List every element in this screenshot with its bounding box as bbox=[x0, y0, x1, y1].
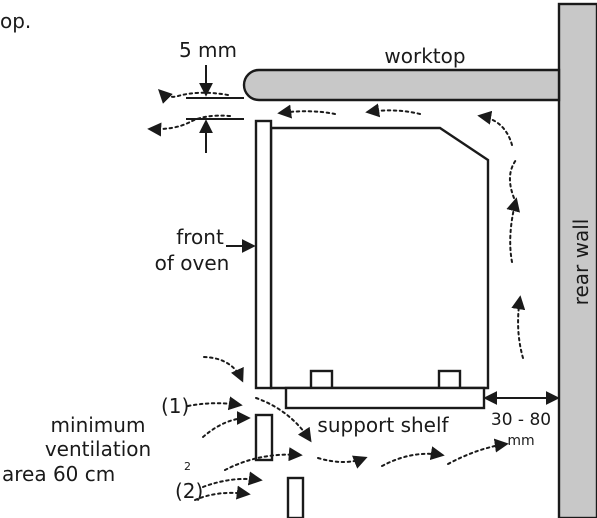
ventilation-label-superscript: 2 bbox=[184, 460, 191, 473]
worktop-label: worktop bbox=[384, 44, 465, 68]
airflow-rear-rise-1 bbox=[506, 197, 520, 263]
gap-dimension-label: 5 mm bbox=[179, 38, 237, 62]
support-shelf bbox=[284, 386, 486, 410]
rear-wall bbox=[557, 2, 597, 518]
callout-1-leader bbox=[187, 396, 243, 411]
oven-foot-right bbox=[437, 369, 462, 390]
airflow-arrows bbox=[147, 89, 526, 501]
oven-foot-left bbox=[309, 369, 334, 390]
plinth-upper bbox=[254, 413, 274, 462]
caption-fragment: op. bbox=[0, 9, 31, 33]
clearance-dimension-value: 30 - 80 bbox=[491, 410, 551, 430]
airflow-exhaust-upper bbox=[158, 89, 229, 104]
airflow-floor-2 bbox=[317, 455, 368, 469]
callout-2-leader bbox=[202, 471, 263, 488]
rear-wall-label: rear wall bbox=[569, 219, 593, 306]
plinth-lower bbox=[286, 476, 305, 518]
airflow-floor-4 bbox=[447, 438, 509, 465]
airflow-under-worktop-2 bbox=[365, 103, 421, 118]
airflow-floor-3 bbox=[381, 446, 445, 467]
front-of-oven-label-line2: of oven bbox=[155, 251, 230, 275]
airflow-intake-lower bbox=[194, 485, 251, 501]
oven-front-panel bbox=[254, 119, 273, 390]
airflow-intake-upper bbox=[203, 356, 244, 383]
airflow-exhaust-lower bbox=[147, 114, 231, 137]
airflow-through-gap bbox=[255, 397, 312, 443]
ventilation-label-line3: area 60 cm bbox=[2, 462, 115, 486]
airflow-corner bbox=[477, 110, 513, 146]
clearance-dimension-unit: mm bbox=[507, 433, 534, 449]
worktop bbox=[242, 68, 561, 102]
oven-body bbox=[269, 126, 490, 390]
ventilation-label-line2: ventilation bbox=[45, 437, 151, 461]
airflow-rear-rise-2 bbox=[511, 295, 526, 359]
airflow-under-worktop-1 bbox=[277, 104, 336, 119]
support-shelf-label: support shelf bbox=[317, 413, 449, 437]
airflow-intake-middle bbox=[202, 411, 251, 438]
airflow-rear-rise-3 bbox=[509, 159, 517, 199]
front-of-oven-label-line1: front bbox=[176, 225, 224, 249]
callout-1: (1) bbox=[161, 394, 189, 418]
callout-2: (2) bbox=[175, 479, 203, 503]
airflow-floor-1 bbox=[224, 447, 303, 471]
ventilation-label-line1: minimum bbox=[51, 413, 146, 437]
